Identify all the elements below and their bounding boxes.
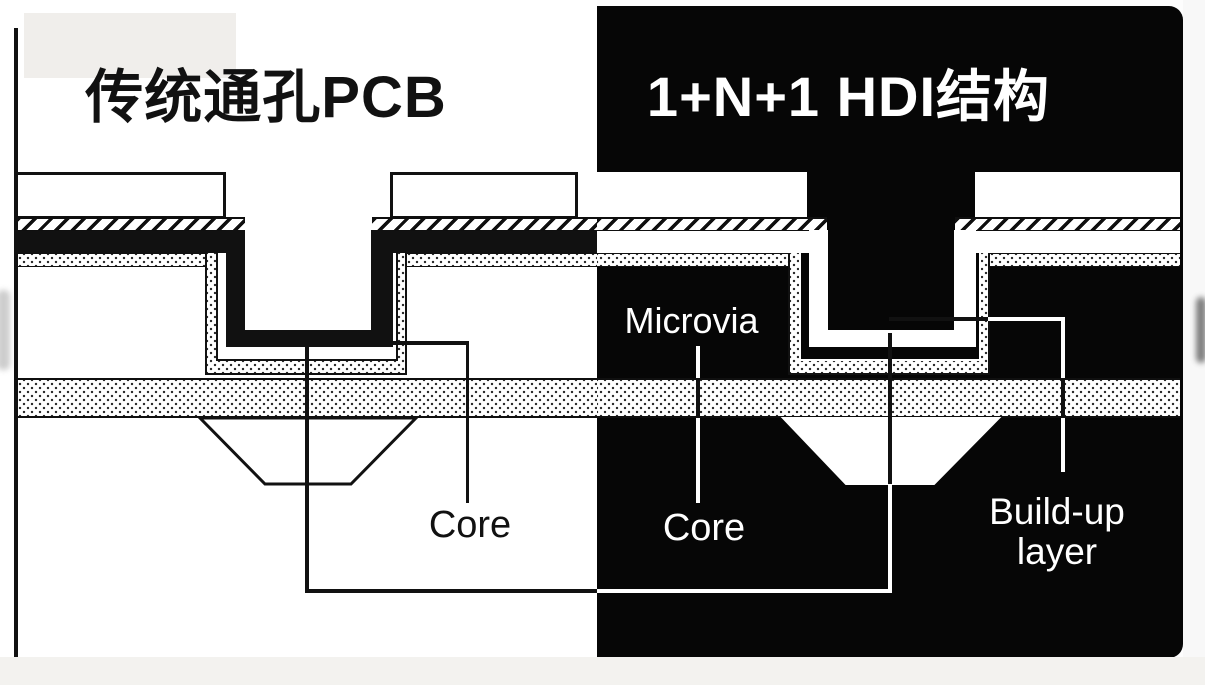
buildup-leader-line-h xyxy=(889,317,988,321)
core-leader-line-h xyxy=(391,341,469,345)
buildup-leader-line-v xyxy=(1061,418,1065,472)
buildup-leader-line-v xyxy=(1061,378,1065,418)
page-bottom-strip xyxy=(0,657,1205,685)
via-connector-line xyxy=(305,589,597,593)
dielectric-layer xyxy=(401,253,597,267)
copper-pad xyxy=(975,172,1180,219)
soldermask-layer xyxy=(16,217,245,232)
via-connector-line xyxy=(597,589,891,593)
soldermask-layer xyxy=(955,217,1180,232)
buildup-leader-line-v xyxy=(1061,317,1065,378)
right-edge-artifact xyxy=(1196,297,1205,363)
core-leader-line-v xyxy=(465,341,469,503)
via-center-leader-line xyxy=(305,332,309,593)
dielectric-layer xyxy=(597,253,788,267)
buildup-leader-line-h xyxy=(988,317,1064,321)
soldermask-layer xyxy=(597,217,827,232)
copper-pad xyxy=(390,172,578,219)
microvia-hole xyxy=(828,165,954,330)
microvia-core-leader-line xyxy=(696,378,700,418)
buildup-layer-label: Build-up layer xyxy=(976,492,1138,572)
core-label-right: Core xyxy=(662,507,746,549)
page-right-margin xyxy=(1183,0,1205,658)
top-copper-layer xyxy=(597,231,828,254)
via-center-leader-line xyxy=(888,333,892,484)
buildup-layer-label-line2: layer xyxy=(1016,531,1098,572)
soldermask-layer xyxy=(372,217,597,232)
copper-pad xyxy=(597,172,807,219)
top-copper-layer xyxy=(371,231,597,254)
top-copper-layer xyxy=(16,231,245,254)
core-label-left: Core xyxy=(428,504,512,546)
through-hole-via-hole xyxy=(245,165,371,330)
microvia-label: Microvia xyxy=(624,300,759,341)
right-panel-title: 1+N+1 HDI结构 xyxy=(646,65,1051,128)
top-copper-layer xyxy=(954,231,1180,254)
left-panel-title: 传统通孔PCB xyxy=(85,65,447,130)
microvia-core-leader-line xyxy=(696,346,700,378)
copper-pad xyxy=(15,172,226,219)
title-highlight-artifact xyxy=(24,13,236,78)
buildup-layer-label-line1: Build-up xyxy=(989,491,1125,532)
left-edge-artifact xyxy=(0,290,10,370)
dielectric-layer xyxy=(984,253,1180,267)
via-center-leader-line xyxy=(888,484,892,593)
dielectric-layer xyxy=(16,253,215,267)
microvia-core-leader-line xyxy=(696,418,700,503)
card-left-border xyxy=(14,28,18,658)
